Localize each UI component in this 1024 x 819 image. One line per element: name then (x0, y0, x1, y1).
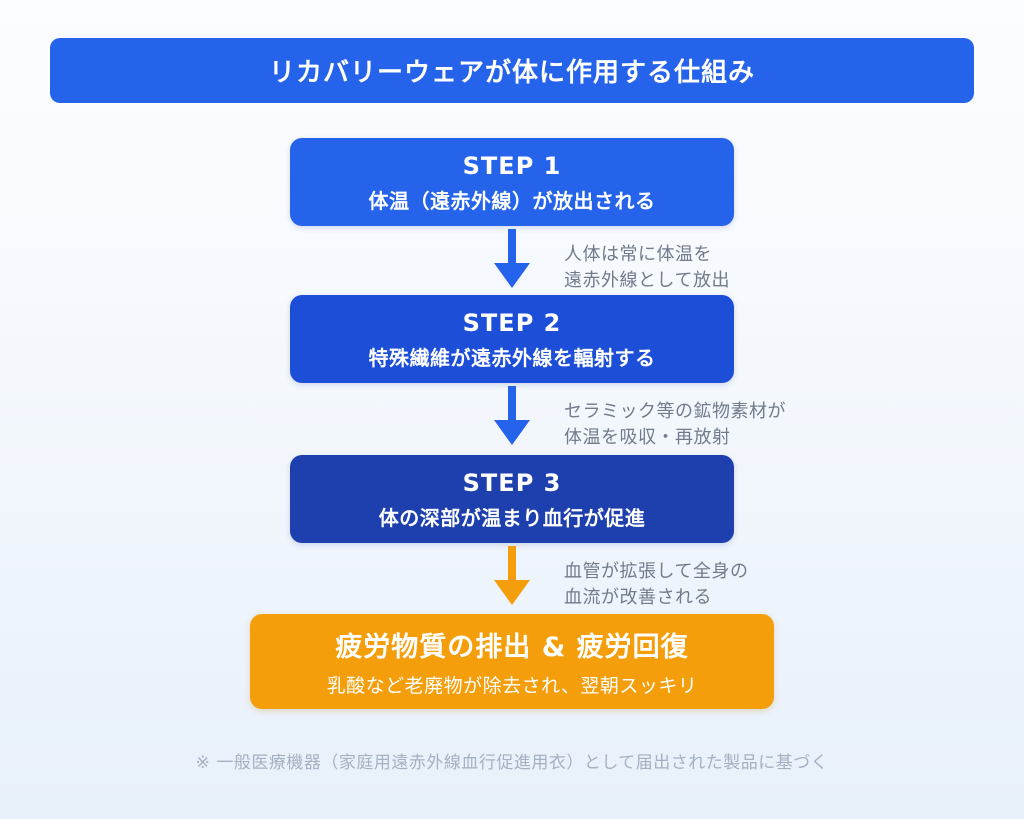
arrow-3-caption: 血管が拡張して全身の 血流が改善される (564, 559, 748, 611)
caption-line: 人体は常に体温を (564, 244, 712, 265)
arrow-stem (508, 546, 516, 580)
arrow-stem (508, 386, 516, 420)
result-box: 疲労物質の排出 & 疲労回復 乳酸など老廃物が除去され、翌朝スッキリ (250, 614, 774, 709)
step-2-text: 特殊繊維が遠赤外線を輻射する (368, 345, 656, 370)
result-title: 疲労物質の排出 & 疲労回復 (335, 632, 689, 663)
result-subtitle: 乳酸など老廃物が除去され、翌朝スッキリ (326, 675, 698, 697)
title-banner: リカバリーウェアが体に作用する仕組み (50, 38, 974, 103)
arrow-head (494, 580, 530, 605)
down-arrow-icon (494, 386, 530, 445)
caption-line: 血流が改善される (564, 587, 712, 608)
footnote: ※ 一般医療機器（家庭用遠赤外線血行促進用衣）として届出された製品に基づく (195, 753, 829, 773)
step-2-label: STEP 2 (462, 308, 562, 337)
page-title: リカバリーウェアが体に作用する仕組み (268, 58, 755, 88)
step-2-box: STEP 2 特殊繊維が遠赤外線を輻射する (290, 295, 734, 383)
arrow-head (494, 263, 530, 288)
arrow-zone-2: セラミック等の鉱物素材が 体温を吸収・再放射 (0, 383, 1024, 455)
caption-line: 血管が拡張して全身の (564, 561, 749, 582)
arrow-stem (508, 229, 516, 263)
step-1-box: STEP 1 体温（遠赤外線）が放出される (290, 138, 734, 226)
step-3-label: STEP 3 (462, 468, 562, 497)
step-3-text: 体の深部が温まり血行が促進 (378, 505, 646, 530)
step-3-box: STEP 3 体の深部が温まり血行が促進 (290, 455, 734, 543)
caption-line: 遠赤外線として放出 (564, 270, 730, 291)
caption-line: 体温を吸収・再放射 (564, 427, 731, 448)
caption-line: セラミック等の鉱物素材が (564, 401, 786, 422)
arrow-zone-3: 血管が拡張して全身の 血流が改善される (0, 543, 1024, 614)
arrow-head (494, 420, 530, 445)
arrow-1-caption: 人体は常に体温を 遠赤外線として放出 (564, 242, 730, 294)
arrow-zone-1: 人体は常に体温を 遠赤外線として放出 (0, 226, 1024, 295)
down-arrow-icon (494, 546, 530, 605)
step-1-text: 体温（遠赤外線）が放出される (368, 188, 656, 213)
step-1-label: STEP 1 (462, 151, 562, 180)
arrow-2-caption: セラミック等の鉱物素材が 体温を吸収・再放射 (564, 399, 786, 451)
down-arrow-icon (494, 229, 530, 288)
